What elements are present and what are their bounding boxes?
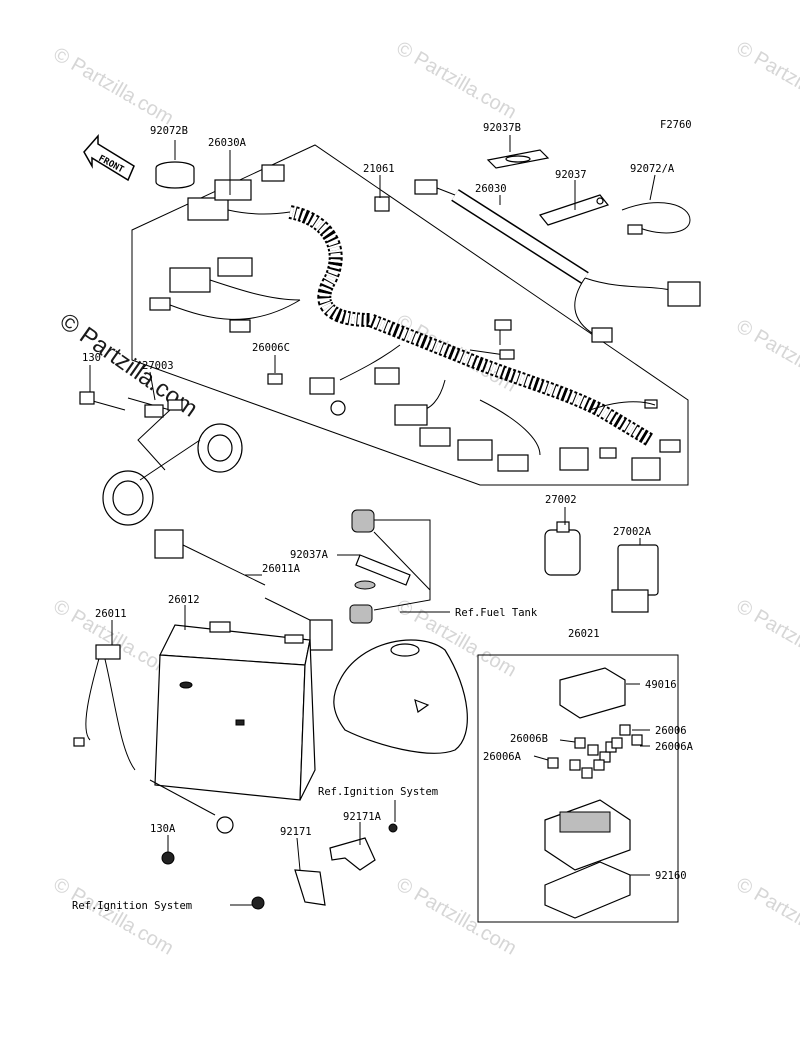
- figure-code: F2760: [660, 119, 692, 131]
- fuse-box-frame: [477, 654, 679, 923]
- part-label-92037b: 92037B: [483, 122, 521, 134]
- relay-27002: [544, 521, 581, 576]
- band-92037: [538, 194, 610, 226]
- part-label-26006c: 26006C: [252, 342, 290, 354]
- part-label-26030: 26030: [475, 183, 507, 195]
- part-label-26021: 26021: [568, 628, 600, 640]
- wire-harness-26030a: [149, 164, 681, 481]
- horn-assembly: [79, 391, 243, 526]
- watermark-text: © Partzilla.com: [393, 37, 521, 123]
- connector-21061: [374, 196, 390, 212]
- fuse-box-cover-49016: [559, 667, 626, 719]
- cable-tie-92072a: [621, 202, 691, 235]
- battery-lead-26011a: [154, 529, 333, 651]
- part-label-27003: 27003: [142, 360, 174, 372]
- fuel-tank: [333, 639, 468, 754]
- part-label-26006a-right: 26006A: [655, 741, 694, 753]
- ref-ignition-system-upper: Ref.Ignition System: [318, 786, 438, 798]
- part-label-26006: 26006: [655, 725, 687, 737]
- watermark-text: © Partzilla.com: [733, 595, 800, 681]
- fuse-box-tray-92160: [544, 861, 631, 919]
- sub-harness-26030: [414, 179, 701, 343]
- ref-fuel-tank: Ref.Fuel Tank: [455, 607, 538, 619]
- part-label-26011a: 26011A: [262, 563, 301, 575]
- watermark-text: © Partzilla.com: [50, 43, 178, 129]
- part-label-92037a: 92037A: [290, 549, 329, 561]
- watermark-text: © Partzilla.com: [733, 315, 800, 401]
- bracket-92171: [251, 869, 326, 910]
- watermark-text: © Partzilla.com: [733, 873, 800, 959]
- clamp-92037b: [486, 149, 550, 169]
- collar-92072b: [155, 161, 195, 189]
- fuse-26006c: [267, 373, 283, 385]
- watermark-text: © Partzilla.com: [393, 873, 521, 959]
- part-labels: 92072B 26030A 92037B 21061 26030 92037 9…: [82, 122, 694, 882]
- part-label-26030a: 26030A: [208, 137, 247, 149]
- battery-cable-26011: [73, 644, 136, 771]
- part-label-26011: 26011: [95, 608, 127, 620]
- fuel-tank-hardware: [349, 509, 431, 624]
- leader-lines: [89, 135, 656, 906]
- part-label-92160: 92160: [655, 870, 687, 882]
- harness-frame: [131, 144, 689, 486]
- part-label-27002: 27002: [545, 494, 577, 506]
- front-arrow: FRONT: [83, 134, 135, 182]
- part-label-130: 130: [82, 352, 101, 364]
- part-label-92171a: 92171A: [343, 811, 382, 823]
- watermark-text: © Partzilla.com: [50, 873, 178, 959]
- bracket-92171a: [329, 823, 398, 871]
- battery-26012: [154, 621, 316, 801]
- part-label-130a: 130A: [150, 823, 176, 835]
- part-label-92037: 92037: [555, 169, 587, 181]
- part-label-49016: 49016: [645, 679, 677, 691]
- part-label-26006b: 26006B: [510, 733, 548, 745]
- part-label-92072a: 92072/A: [630, 163, 675, 175]
- part-label-26012: 26012: [168, 594, 200, 606]
- fuse-group-26006: [547, 724, 643, 779]
- watermark-text: © Partzilla.com: [733, 37, 800, 123]
- fuse-box-body: [544, 799, 631, 871]
- part-label-92171: 92171: [280, 826, 312, 838]
- ref-ignition-system-lower: Ref.Ignition System: [72, 900, 192, 912]
- part-label-26006a-left: 26006A: [483, 751, 522, 763]
- ground-cable-130a: [149, 779, 234, 865]
- part-label-21061: 21061: [363, 163, 395, 175]
- relay-27002a: [611, 544, 659, 613]
- reference-labels: Ref.Fuel Tank Ref.Ignition System Ref.Ig…: [72, 607, 538, 912]
- part-label-27002a: 27002A: [613, 526, 652, 538]
- part-label-92072b: 92072B: [150, 125, 188, 137]
